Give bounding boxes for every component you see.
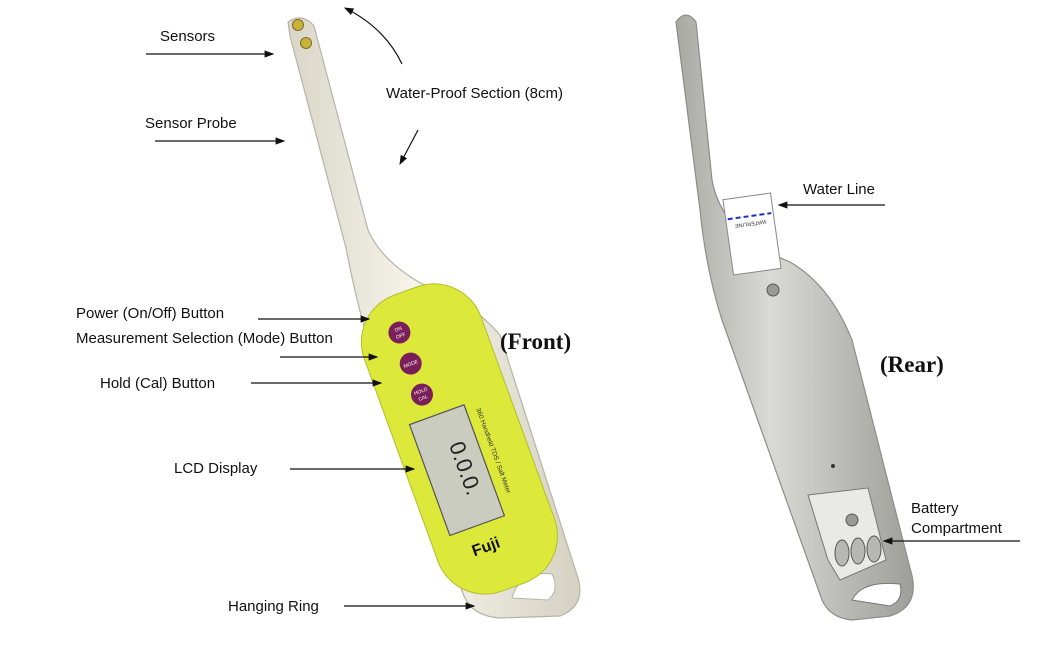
label-hanging-ring: Hanging Ring bbox=[228, 598, 319, 615]
label-lcd-display: LCD Display bbox=[174, 460, 258, 477]
on-off-button[interactable]: ON OFF bbox=[385, 318, 413, 346]
label-battery: Battery bbox=[911, 500, 959, 517]
hold-cal-button[interactable]: HOLD CAL bbox=[408, 380, 436, 408]
svg-text:ON: ON bbox=[394, 326, 403, 334]
label-sensors: Sensors bbox=[160, 28, 216, 45]
arrow-waterproof-up bbox=[343, 7, 403, 65]
arrow-waterproof-down bbox=[399, 129, 419, 166]
svg-text:OFF: OFF bbox=[395, 332, 406, 341]
rear-meter: WATERLINE bbox=[675, 14, 914, 621]
label-sensor-probe: Sensor Probe bbox=[145, 115, 237, 132]
sensor-dot-2 bbox=[300, 37, 312, 49]
battery-compartment-graphic bbox=[807, 487, 887, 581]
battery-cell-2 bbox=[850, 537, 866, 565]
svg-text:HOLD: HOLD bbox=[413, 386, 428, 397]
waterline-sticker-text: WATERLINE bbox=[734, 218, 766, 228]
sensor-dot-1 bbox=[292, 19, 304, 31]
heading-rear: (Rear) bbox=[880, 352, 944, 377]
front-meter: ON OFF MODE HOLD CAL 0.0.0. 360 Handheld… bbox=[287, 17, 581, 619]
battery-cell-3 bbox=[866, 535, 882, 563]
label-compartment: Compartment bbox=[911, 520, 1002, 537]
rear-meter-body bbox=[675, 14, 914, 621]
rear-dot bbox=[831, 464, 835, 468]
rear-hanging-ring-hole bbox=[851, 582, 902, 607]
battery-cell-1 bbox=[834, 539, 850, 567]
label-mode-button: Measurement Selection (Mode) Button bbox=[76, 330, 333, 347]
svg-text:MODE: MODE bbox=[403, 359, 420, 370]
label-water-line: Water Line bbox=[803, 181, 875, 198]
waterline-dash bbox=[727, 212, 772, 221]
callout-arrows bbox=[146, 7, 1020, 610]
rear-screw bbox=[766, 283, 780, 297]
waterline-sticker bbox=[722, 192, 782, 276]
label-water-proof-section: Water-Proof Section (8cm) bbox=[386, 85, 563, 102]
mode-button[interactable]: MODE bbox=[397, 349, 425, 377]
lcd-screen bbox=[408, 404, 506, 537]
svg-text:CAL: CAL bbox=[418, 394, 429, 403]
label-power-button: Power (On/Off) Button bbox=[76, 305, 225, 322]
label-hold-button: Hold (Cal) Button bbox=[100, 375, 216, 392]
heading-front: (Front) bbox=[500, 329, 572, 354]
